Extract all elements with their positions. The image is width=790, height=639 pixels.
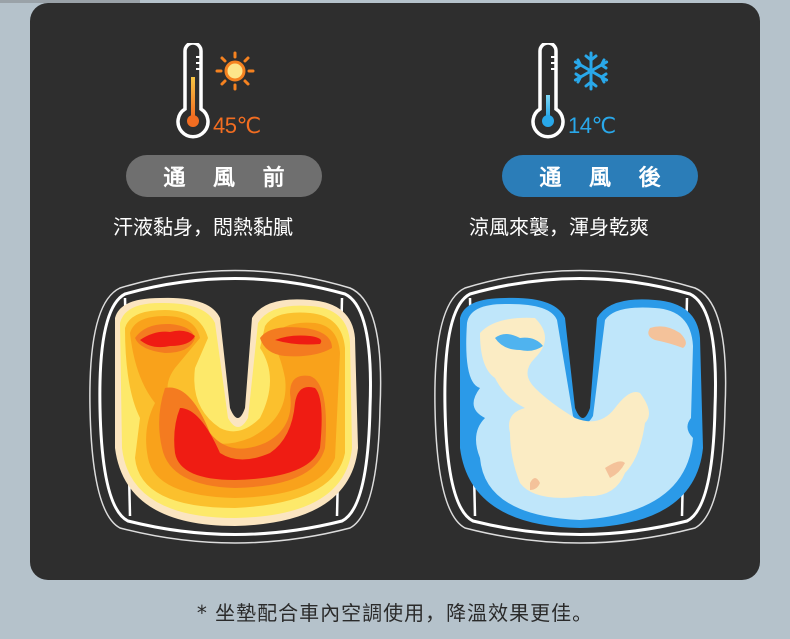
top-edge-bar [0,0,140,3]
sun-icon [215,51,255,91]
after-icons: 14℃ [425,43,735,143]
comparison-panel: 45℃ 通 風 前 汗液黏身，悶熱黏膩 [30,3,760,580]
thermometer-cold-icon [531,43,565,139]
before-caption: 汗液黏身，悶熱黏膩 [113,215,293,239]
before-temperature: 45℃ [213,113,261,138]
seat-heatmap-hot [89,269,382,544]
before-label-pill: 通 風 前 [126,155,322,197]
after-label-pill: 通 風 後 [502,155,698,197]
after-caption: 涼風來襲，渾身乾爽 [469,215,649,239]
thermometer-hot-icon [176,43,210,139]
snowflake-icon [573,51,609,91]
after-temperature: 14℃ [568,113,616,138]
footnote: * 坐墊配合車內空調使用，降溫效果更佳。 [196,601,594,625]
before-column: 45℃ 通 風 前 汗液黏身，悶熱黏膩 [89,3,405,580]
after-column: 14℃ 通 風 後 涼風來襲，渾身乾爽 [425,3,735,580]
before-icons: 45℃ [95,43,405,143]
seat-heatmap-cool [434,269,727,544]
